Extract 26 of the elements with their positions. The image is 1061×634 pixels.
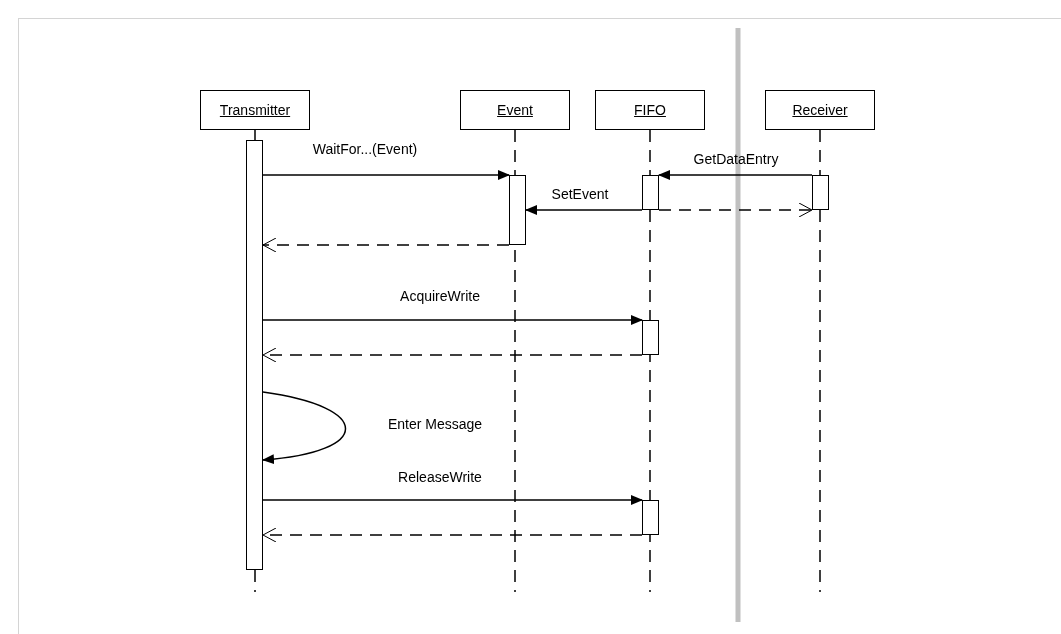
lifeline-header: FIFO [595, 90, 705, 130]
lifeline-header: Event [460, 90, 570, 130]
message-arrow [525, 205, 643, 215]
activation-bar [642, 320, 659, 355]
message-arrow [658, 170, 813, 180]
message-arrow [262, 170, 510, 180]
return-arrow [262, 527, 643, 543]
return-arrow [262, 237, 510, 253]
message-label: ReleaseWrite [398, 469, 482, 485]
activation-bar [642, 500, 659, 535]
message-arrow [262, 495, 643, 505]
message-label: WaitFor...(Event) [312, 141, 418, 157]
lifeline-header: Receiver [765, 90, 875, 130]
return-arrow [262, 347, 643, 363]
activation-bar [246, 140, 263, 570]
message-arrow [262, 391, 347, 464]
lifeline-header: Transmitter [200, 90, 310, 130]
message-label: AcquireWrite [400, 288, 480, 304]
activation-bar [509, 175, 526, 245]
message-label: Enter Message [387, 416, 483, 432]
activation-bar [812, 175, 829, 210]
activation-bar [642, 175, 659, 210]
message-label: SetEvent [551, 186, 609, 202]
return-arrow [658, 202, 813, 218]
message-arrow [262, 315, 643, 325]
message-label: GetDataEntry [693, 151, 779, 167]
